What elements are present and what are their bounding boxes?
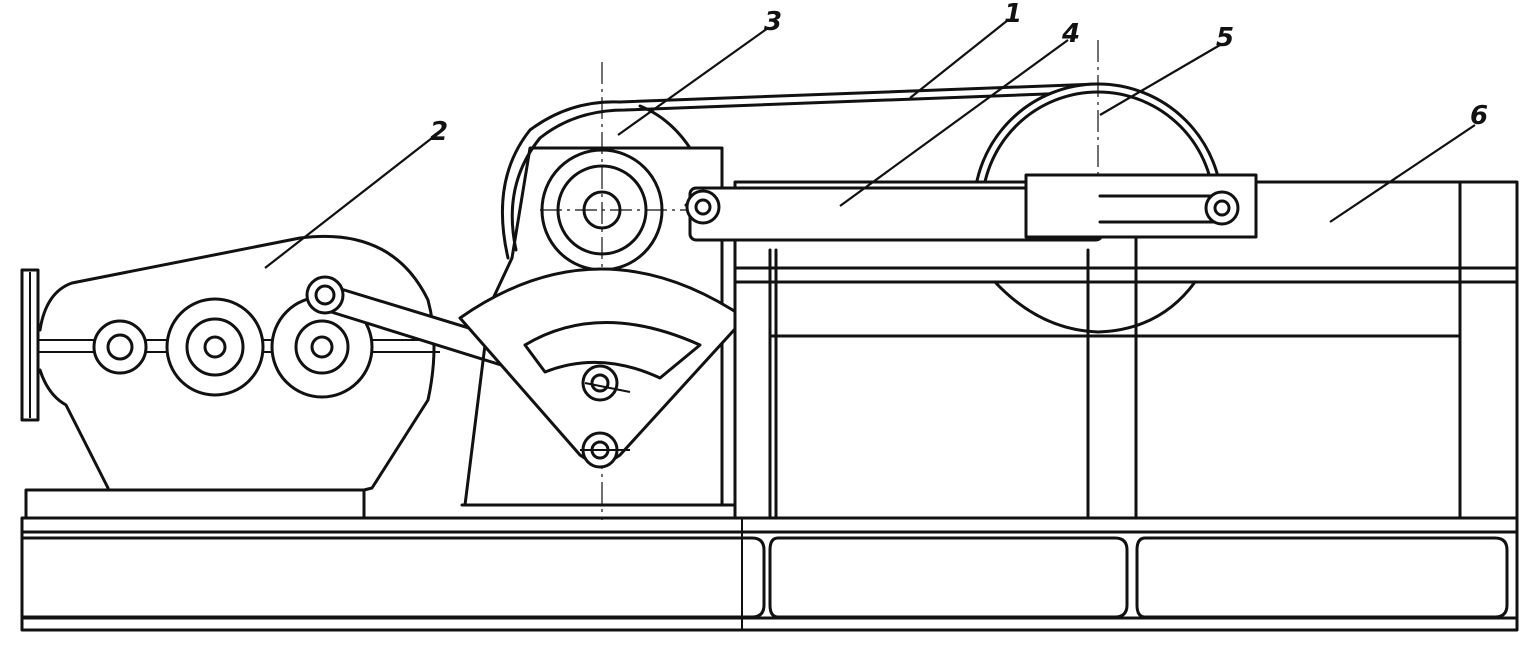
drive-belt (500, 82, 1100, 260)
base-frame (20, 516, 1519, 632)
rocker-sector (458, 267, 747, 469)
label-5: 5 (1216, 23, 1234, 53)
callout-labels: 1 2 3 4 5 6 (430, 0, 1488, 147)
callout-leaders (264, 19, 1476, 269)
label-3: 3 (764, 7, 782, 37)
label-4: 4 (1061, 19, 1080, 49)
label-6: 6 (1470, 101, 1488, 131)
label-2: 2 (430, 117, 448, 147)
label-1: 1 (1004, 0, 1022, 29)
slide-arm (685, 173, 1258, 242)
gearbox (20, 234, 440, 520)
